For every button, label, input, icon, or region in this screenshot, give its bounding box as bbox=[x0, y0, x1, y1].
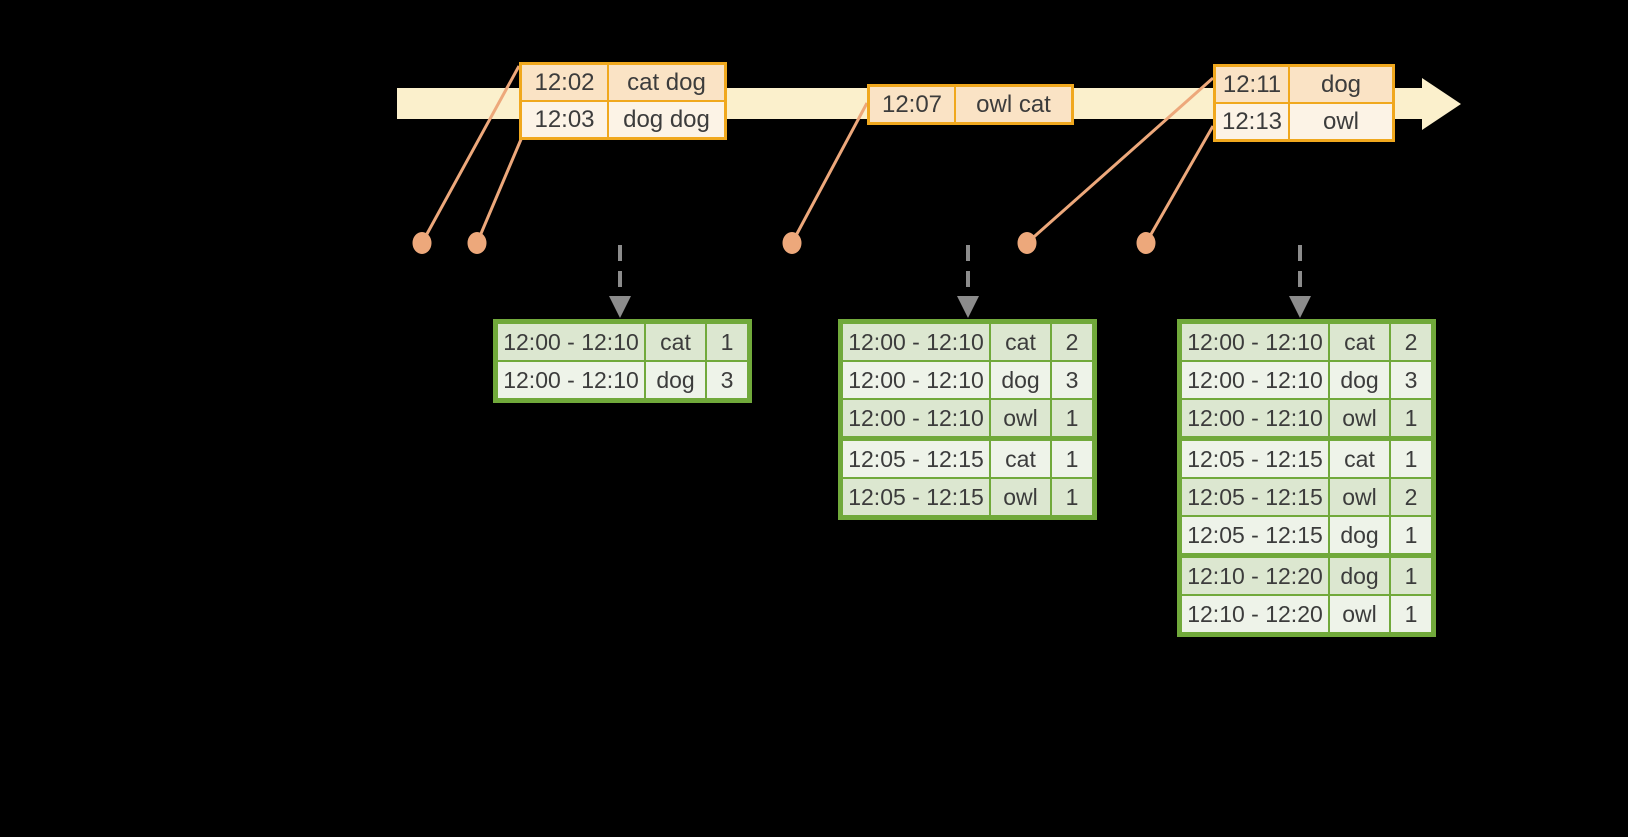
event-dot-3 bbox=[782, 232, 802, 254]
result-row: 12:10 - 12:20 owl 1 bbox=[1182, 596, 1431, 632]
count-cell: 1 bbox=[1391, 441, 1431, 477]
event-time: 12:03 bbox=[522, 102, 607, 137]
result-row: 12:05 - 12:15 owl 2 bbox=[1182, 479, 1431, 515]
event-time: 12:13 bbox=[1216, 104, 1288, 139]
event-row: 12:13 owl bbox=[1216, 104, 1392, 139]
window-cell: 12:10 - 12:20 bbox=[1182, 558, 1328, 594]
event-row: 12:11 dog bbox=[1216, 67, 1392, 102]
trigger-arrowhead-icon-1 bbox=[609, 296, 631, 318]
window-cell: 12:00 - 12:10 bbox=[843, 362, 989, 398]
count-cell: 2 bbox=[1391, 479, 1431, 515]
window-cell: 12:10 - 12:20 bbox=[1182, 596, 1328, 632]
word-cell: owl bbox=[991, 479, 1050, 515]
trigger-arrowhead-icon-3 bbox=[1289, 296, 1311, 318]
count-cell: 1 bbox=[1391, 400, 1431, 436]
word-cell: dog bbox=[1330, 517, 1389, 553]
window-cell: 12:05 - 12:15 bbox=[1182, 479, 1328, 515]
result-row: 12:00 - 12:10 cat 2 bbox=[843, 324, 1092, 360]
result-table-3: 12:00 - 12:10 cat 2 12:00 - 12:10 dog 3 … bbox=[1177, 319, 1436, 637]
result-table-1: 12:00 - 12:10 cat 1 12:00 - 12:10 dog 3 bbox=[493, 319, 752, 403]
word-cell: cat bbox=[1330, 441, 1389, 477]
window-cell: 12:00 - 12:10 bbox=[843, 400, 989, 436]
count-cell: 2 bbox=[1391, 324, 1431, 360]
word-cell: cat bbox=[1330, 324, 1389, 360]
window-cell: 12:00 - 12:10 bbox=[1182, 324, 1328, 360]
count-cell: 1 bbox=[1052, 400, 1092, 436]
count-cell: 1 bbox=[707, 324, 747, 360]
window-cell: 12:00 - 12:10 bbox=[498, 324, 644, 360]
window-cell: 12:05 - 12:15 bbox=[843, 441, 989, 477]
count-cell: 3 bbox=[707, 362, 747, 398]
event-table-1: 12:02 cat dog 12:03 dog dog bbox=[519, 62, 727, 140]
event-dot-5 bbox=[1136, 232, 1156, 254]
event-row: 12:02 cat dog bbox=[522, 65, 724, 100]
word-cell: owl bbox=[1330, 596, 1389, 632]
count-cell: 2 bbox=[1052, 324, 1092, 360]
word-cell: dog bbox=[646, 362, 705, 398]
result-row: 12:05 - 12:15 cat 1 bbox=[843, 441, 1092, 477]
word-cell: dog bbox=[1330, 362, 1389, 398]
event-row: 12:03 dog dog bbox=[522, 102, 724, 137]
event-line-1 bbox=[420, 65, 521, 244]
window-cell: 12:00 - 12:10 bbox=[1182, 400, 1328, 436]
event-table-3: 12:11 dog 12:13 owl bbox=[1213, 64, 1395, 142]
result-table-2: 12:00 - 12:10 cat 2 12:00 - 12:10 dog 3 … bbox=[838, 319, 1097, 520]
event-words: owl cat bbox=[956, 87, 1071, 122]
event-words: dog dog bbox=[609, 102, 724, 137]
word-cell: owl bbox=[1330, 400, 1389, 436]
event-words: dog bbox=[1290, 67, 1392, 102]
window-cell: 12:05 - 12:15 bbox=[843, 479, 989, 515]
result-row: 12:00 - 12:10 owl 1 bbox=[1182, 400, 1431, 436]
result-row: 12:00 - 12:10 cat 2 bbox=[1182, 324, 1431, 360]
count-cell: 1 bbox=[1391, 517, 1431, 553]
count-cell: 3 bbox=[1052, 362, 1092, 398]
event-row: 12:07 owl cat bbox=[870, 87, 1071, 122]
result-row: 12:00 - 12:10 dog 3 bbox=[498, 362, 747, 398]
count-cell: 3 bbox=[1391, 362, 1431, 398]
word-cell: dog bbox=[1330, 558, 1389, 594]
event-line-5 bbox=[1144, 125, 1215, 244]
event-time: 12:07 bbox=[870, 87, 954, 122]
event-time: 12:02 bbox=[522, 65, 607, 100]
word-cell: owl bbox=[991, 400, 1050, 436]
result-row: 12:10 - 12:20 dog 1 bbox=[1182, 558, 1431, 594]
result-row: 12:05 - 12:15 cat 1 bbox=[1182, 441, 1431, 477]
window-cell: 12:05 - 12:15 bbox=[1182, 517, 1328, 553]
word-cell: cat bbox=[646, 324, 705, 360]
window-cell: 12:00 - 12:10 bbox=[1182, 362, 1328, 398]
event-words: owl bbox=[1290, 104, 1392, 139]
trigger-arrowhead-icon-2 bbox=[957, 296, 979, 318]
result-row: 12:05 - 12:15 dog 1 bbox=[1182, 517, 1431, 553]
result-row: 12:00 - 12:10 dog 3 bbox=[1182, 362, 1431, 398]
event-words: cat dog bbox=[609, 65, 724, 100]
window-cell: 12:00 - 12:10 bbox=[498, 362, 644, 398]
event-line-3 bbox=[790, 102, 869, 244]
result-row: 12:00 - 12:10 cat 1 bbox=[498, 324, 747, 360]
event-dot-1 bbox=[412, 232, 432, 254]
window-cell: 12:05 - 12:15 bbox=[1182, 441, 1328, 477]
timeline-arrowhead-icon bbox=[1422, 77, 1461, 130]
result-row: 12:05 - 12:15 owl 1 bbox=[843, 479, 1092, 515]
word-cell: cat bbox=[991, 441, 1050, 477]
count-cell: 1 bbox=[1052, 479, 1092, 515]
result-row: 12:00 - 12:10 dog 3 bbox=[843, 362, 1092, 398]
event-dot-2 bbox=[467, 232, 487, 254]
count-cell: 1 bbox=[1052, 441, 1092, 477]
event-table-2: 12:07 owl cat bbox=[867, 84, 1074, 125]
count-cell: 1 bbox=[1391, 596, 1431, 632]
window-cell: 12:00 - 12:10 bbox=[843, 324, 989, 360]
event-dot-4 bbox=[1017, 232, 1037, 254]
result-row: 12:00 - 12:10 owl 1 bbox=[843, 400, 1092, 436]
event-line-4 bbox=[1026, 76, 1214, 245]
word-cell: cat bbox=[991, 324, 1050, 360]
event-time: 12:11 bbox=[1216, 67, 1288, 102]
word-cell: owl bbox=[1330, 479, 1389, 515]
word-cell: dog bbox=[991, 362, 1050, 398]
count-cell: 1 bbox=[1391, 558, 1431, 594]
event-line-2 bbox=[475, 136, 524, 244]
